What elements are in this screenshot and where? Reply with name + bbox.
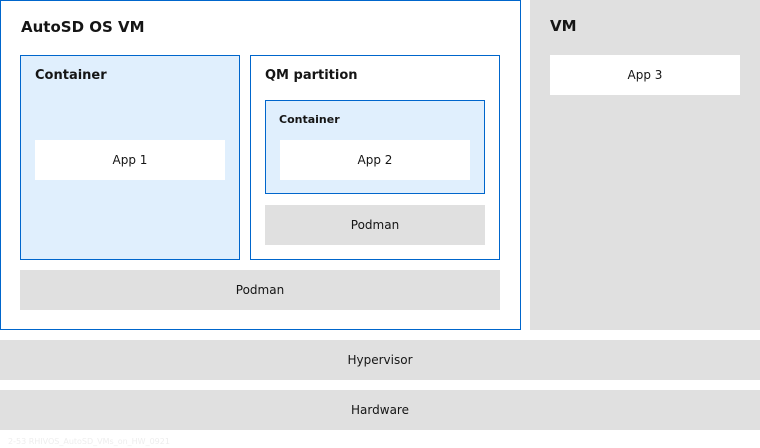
autosd-podman-box: Podman (20, 270, 500, 310)
hypervisor-layer: Hypervisor (0, 340, 760, 380)
vm-title: VM (550, 17, 577, 35)
vm: VM (530, 0, 760, 330)
qm-podman-box: Podman (265, 205, 485, 245)
autosd-podman-label: Podman (235, 283, 285, 297)
hypervisor-label: Hypervisor (347, 353, 413, 367)
app-1-label: App 1 (112, 153, 148, 167)
container-app2-title: Container (279, 113, 340, 126)
autosd-os-vm-title: AutoSD OS VM (21, 18, 145, 36)
hardware-label: Hardware (351, 403, 409, 417)
hardware-layer: Hardware (0, 390, 760, 430)
container-app1-title: Container (35, 68, 107, 83)
app-3-box: App 3 (550, 55, 740, 95)
diagram-footnote: 2-53 RHIVOS_AutoSD_VMs_on_HW_0921 (8, 437, 170, 446)
qm-podman-label: Podman (350, 218, 400, 232)
app-2-box: App 2 (280, 140, 470, 180)
app-2-label: App 2 (357, 153, 393, 167)
app-3-label: App 3 (627, 68, 663, 82)
qm-partition-title: QM partition (265, 68, 358, 83)
app-1-box: App 1 (35, 140, 225, 180)
